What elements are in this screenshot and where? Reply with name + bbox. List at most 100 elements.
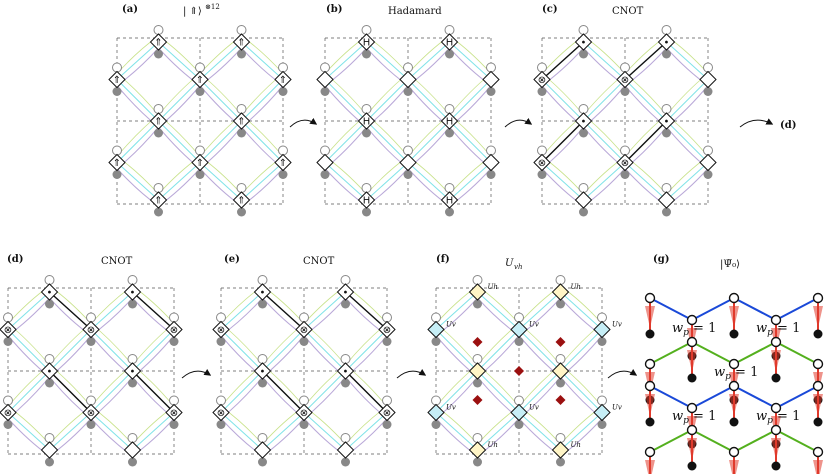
gate-diamond xyxy=(336,441,355,459)
gate-diamond xyxy=(427,403,445,422)
open-qubit xyxy=(444,25,455,35)
filled-qubit xyxy=(278,87,288,96)
cyan-link xyxy=(116,162,159,201)
gate-glyph: • xyxy=(343,367,349,378)
gate-glyph: • xyxy=(581,38,587,49)
gate-diamond xyxy=(212,403,230,422)
gate-diamond xyxy=(253,441,272,459)
cyan-link xyxy=(366,162,409,201)
cyan-link xyxy=(518,291,561,330)
cyan-link xyxy=(435,291,478,330)
panel-label-e: (e) xyxy=(224,254,240,265)
gate-diamond xyxy=(482,70,500,89)
open-node xyxy=(644,380,656,392)
filled-qubit xyxy=(445,128,454,138)
filled-qubit xyxy=(597,337,607,346)
lattice-panels: ⇑⇑⇑⇑⇑⇑⇑⇑⇑⇑⇑⇑HHHHHH••••⊗⊗⊗⊗••••⊗⊗⊗⊗⊗⊗••••… xyxy=(0,25,717,467)
gate-diamond xyxy=(123,441,142,459)
gate-glyph: • xyxy=(260,367,266,378)
open-qubit xyxy=(236,104,247,114)
filled-qubit xyxy=(431,420,441,429)
cyan-link xyxy=(560,329,603,372)
cyan-link xyxy=(241,162,284,201)
cyan-link xyxy=(90,291,133,330)
panel-title-g: |Ψ̃₀⟩ xyxy=(720,259,740,270)
cyan-link xyxy=(90,412,133,451)
green-bond xyxy=(775,429,819,453)
filled-qubit xyxy=(620,170,630,179)
gate-diamond xyxy=(232,191,251,209)
cnot-wire xyxy=(262,291,305,331)
green-bond xyxy=(775,341,819,365)
gate-glyph: ⊗ xyxy=(538,75,546,86)
gate-diamond xyxy=(593,403,611,422)
open-qubit xyxy=(127,433,138,443)
filled-qubit xyxy=(237,49,246,59)
plaquette-label: wp = 1 xyxy=(756,321,800,338)
green-bond xyxy=(649,429,693,453)
cyan-link xyxy=(324,162,367,201)
cyan-link xyxy=(407,120,450,163)
gate-diamond xyxy=(336,283,355,301)
cyan-link xyxy=(220,329,263,372)
gate-diamond xyxy=(82,403,100,422)
open-qubit xyxy=(472,433,483,443)
gate-diamond xyxy=(357,112,376,130)
plaquette-marker xyxy=(472,336,483,347)
filled-qubit xyxy=(112,87,122,96)
panel-label-a: (a) xyxy=(122,4,138,15)
open-node xyxy=(770,314,782,326)
arrow-c-to-d xyxy=(739,118,774,128)
gate-diamond xyxy=(482,153,500,172)
filled-qubit xyxy=(556,299,565,309)
open-qubit xyxy=(514,312,524,323)
filled-qubit xyxy=(341,378,350,388)
cyan-link xyxy=(583,79,626,122)
open-node xyxy=(728,358,740,370)
filled-qubit xyxy=(3,420,13,429)
cyan-link xyxy=(220,412,263,451)
gate-diamond xyxy=(232,112,251,130)
cyan-link xyxy=(624,79,667,122)
filled-qubit xyxy=(237,128,246,138)
filled-qubit xyxy=(341,457,350,467)
cyan-link xyxy=(158,162,201,201)
gate-diamond xyxy=(378,320,396,339)
cyan-link xyxy=(345,412,388,451)
cyan-link xyxy=(477,412,520,451)
filled-qubit xyxy=(662,207,671,217)
cnot-wire xyxy=(49,291,92,331)
filled-qubit xyxy=(362,128,371,138)
open-qubit xyxy=(382,395,392,406)
open-qubit xyxy=(86,312,96,323)
gate-diamond xyxy=(149,33,168,51)
filled-node xyxy=(771,461,781,471)
cyan-link xyxy=(583,41,626,80)
cyan-link xyxy=(116,120,159,163)
open-qubit xyxy=(299,312,309,323)
cyan-link xyxy=(303,329,346,372)
filled-qubit xyxy=(216,420,226,429)
blue-bond xyxy=(733,385,777,409)
filled-qubit xyxy=(362,207,371,217)
gate-glyph: ⇑ xyxy=(237,196,245,207)
open-node xyxy=(812,292,824,304)
open-node xyxy=(728,446,740,458)
lattice-c: ••••⊗⊗⊗⊗ xyxy=(533,25,717,217)
filled-qubit xyxy=(579,128,588,138)
cyan-link xyxy=(560,291,603,330)
open-qubit xyxy=(340,275,351,285)
cyan-link xyxy=(435,329,478,372)
filled-qubit xyxy=(556,378,565,388)
cyan-link xyxy=(241,79,284,122)
open-qubit xyxy=(299,395,309,406)
cyan-link xyxy=(366,79,409,122)
gate-diamond xyxy=(551,441,570,459)
plaquette-marker xyxy=(555,395,566,406)
cyan-link xyxy=(624,162,667,201)
panel-label-f: (f) xyxy=(436,254,450,265)
gate-glyph: ⇑ xyxy=(279,158,287,169)
gate-diamond xyxy=(123,362,142,380)
open-qubit xyxy=(278,145,288,156)
